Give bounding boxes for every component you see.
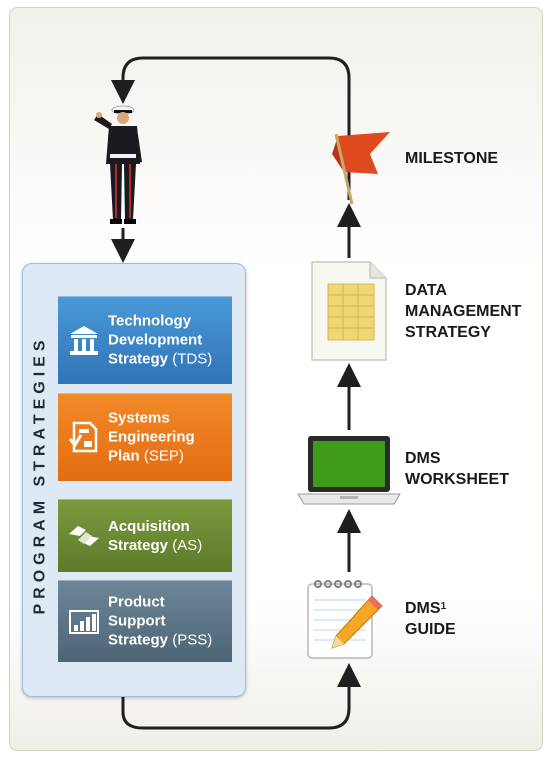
data-management-strategy-label: DATA MANAGEMENT STRATEGY [405,282,522,341]
sep-line2: Engineering [108,428,195,446]
as-abbr: (AS) [172,536,203,554]
pss-line3: Strategy [108,631,169,649]
dms-guide-label: DMS1 GUIDE [405,600,456,638]
panel-title: PROGRAM STRATEGIES [32,335,50,615]
footnote-marker: 1 [440,601,447,612]
sep-abbr: (SEP) [143,447,184,465]
strategy-sep: Systems Engineering Plan (SEP) [58,393,232,481]
tds-line2: Development [108,331,203,349]
bottom-loop-line [121,663,361,730]
building-icon [70,326,98,355]
pss-line1: Product [108,593,165,611]
top-loop-line [111,56,351,200]
tds-abbr: (TDS) [172,350,213,368]
as-line1: Acquisition [108,517,190,535]
flag-icon [332,132,390,205]
tds-line1: Technology [108,312,192,330]
strategy-pss: Product Support Strategy (PSS) [58,580,232,662]
laptop-icon [297,436,401,505]
sep-line3: Plan [108,447,140,465]
bar-chart-icon [69,610,99,634]
milestone-label: MILESTONE [405,150,499,167]
strategy-tds: Technology Development Strategy (TDS) [58,296,232,384]
pss-line2: Support [108,612,166,630]
sep-line1: Systems [108,409,170,427]
dms-worksheet-label: DMS WORKSHEET [405,450,509,488]
tds-line3: Strategy [108,350,169,368]
pss-abbr: (PSS) [172,631,213,649]
notepad-pencil-icon [307,580,383,659]
strategy-as: Acquisition Strategy (AS) [58,499,232,572]
document-check-icon [68,421,98,453]
spreadsheet-document-icon [311,261,387,361]
soldier-saluting-icon [94,105,142,224]
handshake-icon [69,525,99,546]
as-line2: Strategy [108,536,169,554]
